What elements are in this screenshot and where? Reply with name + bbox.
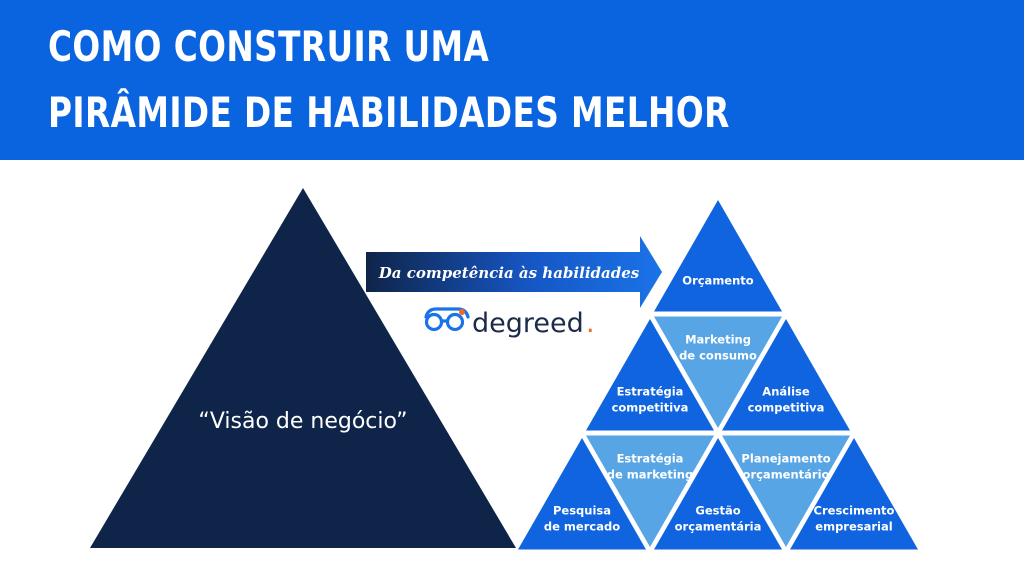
cell-label-analise-competitiva-2: competitiva xyxy=(748,401,825,415)
cell-pesquisa-mercado xyxy=(518,438,646,550)
glasses-accent-dot xyxy=(459,309,465,315)
cell-label-gestao-orcamentaria-1: Gestão xyxy=(695,504,740,518)
cell-label-marketing-consumo-2: de consumo xyxy=(679,348,757,362)
cell-analise-competitiva xyxy=(722,319,850,431)
arrow-shape xyxy=(366,236,662,308)
big-pyramid-label: “Visão de negócio” xyxy=(198,409,407,434)
glasses-icon xyxy=(424,307,470,332)
header-banner: COMO CONSTRUIR UMA PIRÂMIDE DE HABILIDAD… xyxy=(0,0,1024,160)
cell-label-pesquisa-mercado-2: de mercado xyxy=(544,520,620,534)
arrow-label: Da competência às habilidades xyxy=(378,264,640,282)
logo-wordmark: degreed xyxy=(472,308,584,339)
degreed-logo: degreed . xyxy=(424,307,595,339)
big-pyramid xyxy=(90,188,516,548)
cell-label-marketing-consumo-1: Marketing xyxy=(685,332,751,346)
cell-label-orcamento-1: Orçamento xyxy=(682,274,753,288)
cell-label-crescimento-empresarial-1: Crescimento xyxy=(814,504,895,518)
cell-marketing-consumo xyxy=(654,316,782,428)
cell-label-pesquisa-mercado-1: Pesquisa xyxy=(553,504,611,518)
cell-label-gestao-orcamentaria-2: orçamentária xyxy=(675,520,762,534)
cell-estrategia-competitiva xyxy=(586,319,714,431)
cell-label-estrategia-marketing-1: Estratégia xyxy=(617,451,684,465)
cell-label-estrategia-competitiva-1: Estratégia xyxy=(617,385,684,399)
title-line-2: PIRÂMIDE DE HABILIDADES MELHOR xyxy=(48,88,730,137)
logo-dot: . xyxy=(586,308,595,339)
title-line-1: COMO CONSTRUIR UMA xyxy=(48,22,490,71)
cell-label-estrategia-competitiva-2: competitiva xyxy=(612,401,689,415)
cell-orcamento xyxy=(654,200,782,312)
cell-label-crescimento-empresarial-2: empresarial xyxy=(815,520,892,534)
cell-gestao-orcamentaria xyxy=(654,438,782,550)
cell-label-analise-competitiva-1: Análise xyxy=(762,385,810,399)
cell-estrategia-marketing xyxy=(586,435,714,547)
cell-label-estrategia-marketing-2: de marketing xyxy=(607,467,693,481)
cell-label-planejamento-orcamentario-1: Planejamento xyxy=(741,451,830,465)
cell-label-planejamento-orcamentario-2: orçamentário xyxy=(743,467,830,481)
cell-crescimento-empresarial xyxy=(790,438,918,550)
cell-planejamento-orcamentario xyxy=(722,435,850,547)
